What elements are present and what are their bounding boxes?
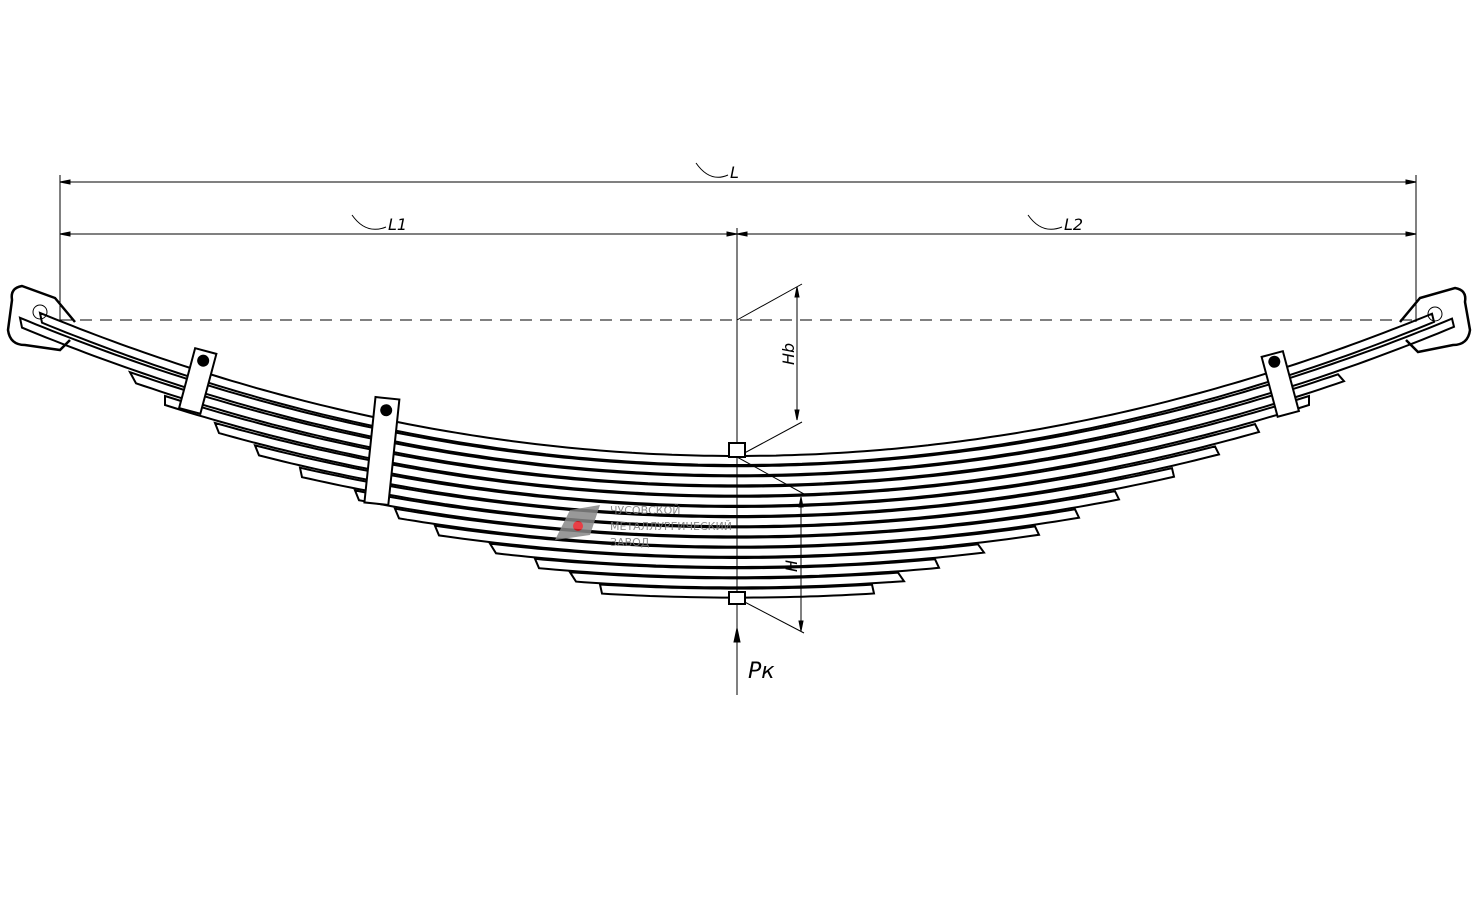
leaf-12 [533,557,941,579]
force-arrow-icon [733,627,741,643]
hb-extension-top [736,283,803,321]
center-bolt-nut [728,591,746,605]
leaf-10 [433,524,1041,558]
leaf-4 [164,394,1310,497]
leaf-5 [213,421,1261,507]
right-eye-bracket [1399,286,1472,354]
arc-symbol-icon [1027,214,1063,230]
clamps [177,346,1301,605]
dimensions [59,162,1417,695]
watermark-line3: ЗАВОД [610,536,650,549]
label-L1: L1 [388,215,407,234]
leaf-6 [253,443,1221,517]
leaf-8 [353,489,1121,538]
clamp-left-outer [177,346,218,415]
hb-extension-bottom [736,421,803,458]
h-extension-bottom [736,597,805,634]
spring-eyes [6,284,1472,354]
leaf-3 [127,370,1346,487]
h-extension-top [736,456,805,495]
leaf-11 [488,542,986,568]
watermark-line1: ЧУСОВСКОЙ [610,504,681,517]
left-eye-bracket [6,284,76,352]
clamp-left-inner [363,395,401,507]
manufacturer-watermark: ЧУСОВСКОЙ МЕТАЛЛУРГИЧЕСКИЙ ЗАВОД [555,504,732,549]
label-Pk: Pк [748,659,775,684]
label-L2: L2 [1064,215,1083,234]
right-eye-pin-icon [1427,306,1443,322]
label-H: H [782,560,801,572]
label-L: L [730,163,739,182]
watermark-line2: МЕТАЛЛУРГИЧЕСКИЙ [610,520,732,533]
clamp-right [1260,349,1301,418]
arc-symbol-icon [695,162,729,178]
center-bolt-head [728,442,746,458]
left-eye-pin-icon [32,304,48,320]
arc-symbol-icon [351,214,387,230]
label-Hb: Hb [779,343,798,365]
